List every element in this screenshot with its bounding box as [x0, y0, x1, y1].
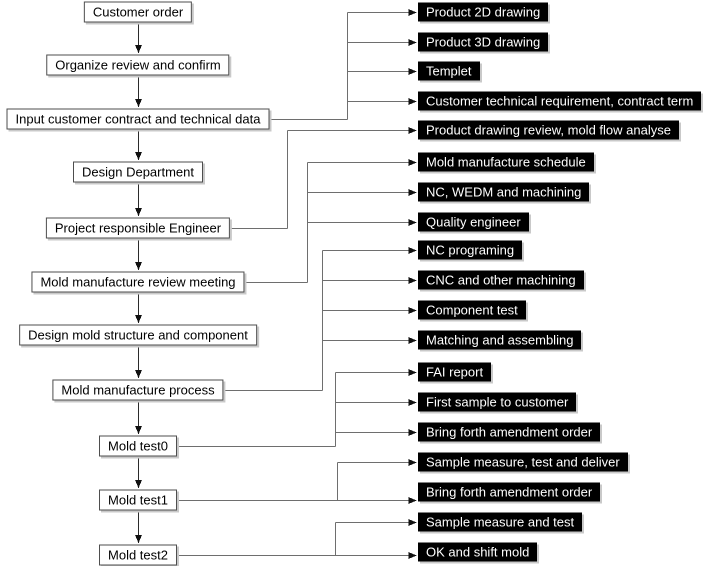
flow-node-review-meeting: Mold manufacture review meeting [31, 271, 245, 293]
flow-node-mold-test2: Mold test2 [99, 544, 177, 566]
output-node-templet: Templet [418, 61, 480, 81]
output-node-fai-report: FAI report [418, 362, 492, 382]
flow-node-mold-test1: Mold test1 [99, 489, 177, 511]
output-node-product-2d: Product 2D drawing [418, 2, 549, 22]
output-node-product-3d: Product 3D drawing [418, 32, 549, 52]
output-node-sample-measure-test: Sample measure and test [418, 512, 583, 532]
flow-node-manufacture-process: Mold manufacture process [52, 379, 224, 401]
flow-node-design-department: Design Department [73, 161, 203, 183]
output-node-sample-measure-deliver: Sample measure, test and deliver [418, 452, 628, 472]
flow-node-design-structure: Design mold structure and component [19, 324, 257, 346]
output-node-first-sample: First sample to customer [418, 392, 577, 412]
output-node-manufacture-schedule: Mold manufacture schedule [418, 152, 594, 172]
output-node-matching-assembling: Matching and assembling [418, 330, 582, 350]
flow-node-mold-test0: Mold test0 [99, 435, 177, 457]
output-node-amendment-order-1: Bring forth amendment order [418, 422, 601, 442]
flow-node-organize-review: Organize review and confirm [46, 54, 230, 76]
output-node-cnc-machining: CNC and other machining [418, 270, 584, 290]
output-node-nc-wedm: NC, WEDM and machining [418, 182, 590, 202]
output-node-nc-programing: NC programing [418, 240, 523, 260]
output-node-component-test: Component test [418, 300, 526, 320]
output-node-customer-requirement: Customer technical requirement, contract… [418, 91, 702, 111]
output-node-ok-shift-mold: OK and shift mold [418, 542, 538, 562]
flow-node-input-contract: Input customer contract and technical da… [6, 108, 270, 130]
output-node-quality-engineer: Quality engineer [418, 212, 529, 232]
output-node-amendment-order-2: Bring forth amendment order [418, 482, 601, 502]
flow-node-customer-order: Customer order [83, 1, 193, 23]
flow-node-project-engineer: Project responsible Engineer [45, 217, 231, 239]
output-node-drawing-review: Product drawing review, mold flow analys… [418, 120, 679, 140]
